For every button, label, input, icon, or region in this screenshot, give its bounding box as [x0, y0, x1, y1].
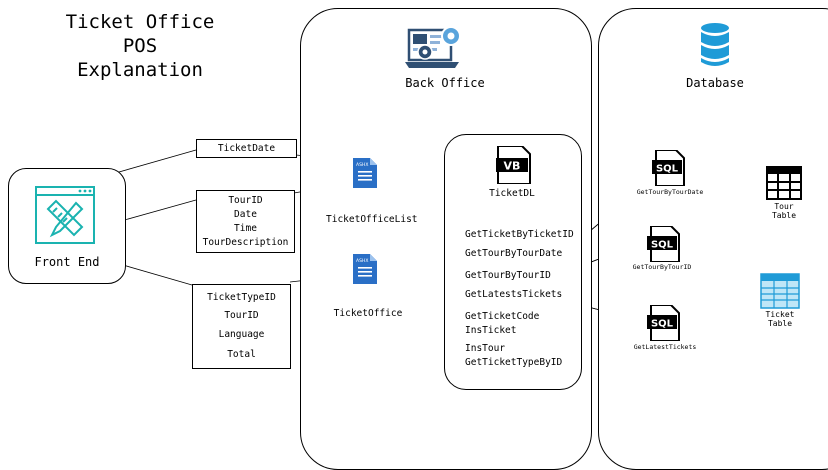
handler-ticketofficelist-label: TicketOfficeList [326, 214, 418, 225]
handler-ticketoffice-label: TicketOffice [333, 308, 403, 319]
proc-get-tour-by-tour-date-label: GetTourByTourDate [636, 188, 704, 196]
title-line-1: Ticket Office [65, 11, 215, 33]
field-ticket-date: TicketDate [217, 143, 276, 154]
database-cylinder-icon [701, 23, 729, 66]
field-total: Total [227, 349, 256, 360]
diagram-canvas: Ticket Office POS Explanation Front End … [8, 8, 828, 470]
tour-table-label-line1: Tour [774, 202, 794, 211]
method-get-tour-by-tour-date: GetTourByTourDate [465, 248, 563, 259]
proc-get-tour-by-tour-id-label: GetTourByTourID [632, 263, 692, 271]
laptop-gear-icon [405, 26, 461, 68]
field-tour-description: TourDescription [202, 237, 289, 248]
ashx-badge: ASHX [356, 258, 368, 264]
sql-badge: SQL [651, 319, 674, 330]
ticket-table-label-line1: Ticket [765, 310, 795, 319]
method-get-ticket-code: GetTicketCode [465, 311, 540, 322]
field-request-tour-id: TourID [224, 310, 259, 321]
diagram-title: Ticket Office POS Explanation [30, 10, 250, 82]
proc-get-latest-tickets-label: GetLatestTickets [633, 343, 697, 351]
field-language: Language [218, 329, 265, 340]
title-line-3: Explanation [77, 59, 203, 81]
field-ticket-type-id: TicketTypeID [207, 292, 276, 303]
sql-file-icon: SQL [647, 226, 680, 262]
tour-table-label: Tour Table [758, 202, 810, 220]
front-end-label: Front End [34, 255, 100, 269]
browser-design-icon [35, 186, 95, 244]
vb-file-icon: VB [496, 146, 531, 184]
ticket-table-icon [760, 273, 800, 309]
sql-badge: SQL [651, 240, 674, 251]
data-layer-label: TicketDL [489, 188, 535, 199]
ticket-request-field-box: TicketTypeID TourID Language Total [192, 284, 291, 369]
method-get-tour-by-tour-id: GetTourByTourID [465, 270, 551, 281]
ticket-table-label-line2: Table [767, 319, 793, 328]
method-get-ticket-type-by-id: GetTicketTypeByID [465, 357, 563, 368]
tour-table-label-line2: Table [771, 211, 797, 220]
database-panel [598, 8, 828, 470]
ashx-file-icon: ASHX [353, 158, 377, 188]
ashx-file-icon: ASHX [353, 254, 377, 284]
tour-response-field-box: TourID Date Time TourDescription [196, 190, 295, 253]
database-label: Database [686, 76, 744, 90]
vb-badge: VB [504, 160, 521, 173]
front-end-block: Front End [8, 168, 126, 284]
sql-file-icon: SQL [647, 305, 680, 341]
method-get-ticket-by-ticket-id: GetTicketByTicketID [465, 229, 574, 240]
ticket-table-label: Ticket Table [754, 310, 806, 328]
title-line-2: POS [122, 35, 158, 57]
method-get-latests-tickets: GetLatestsTickets [465, 289, 563, 300]
field-time: Time [234, 223, 257, 234]
back-office-label: Back Office [405, 76, 485, 90]
sql-file-icon: SQL [652, 150, 685, 186]
method-ins-ticket: InsTicket [465, 325, 517, 336]
ashx-badge: ASHX [356, 162, 368, 168]
method-ins-tour: InsTour [465, 343, 506, 354]
sql-badge: SQL [656, 164, 679, 175]
field-date: Date [234, 209, 257, 220]
ticket-date-field-box: TicketDate [196, 139, 297, 158]
tour-table-icon [766, 166, 802, 200]
field-tour-id: TourID [228, 195, 263, 206]
